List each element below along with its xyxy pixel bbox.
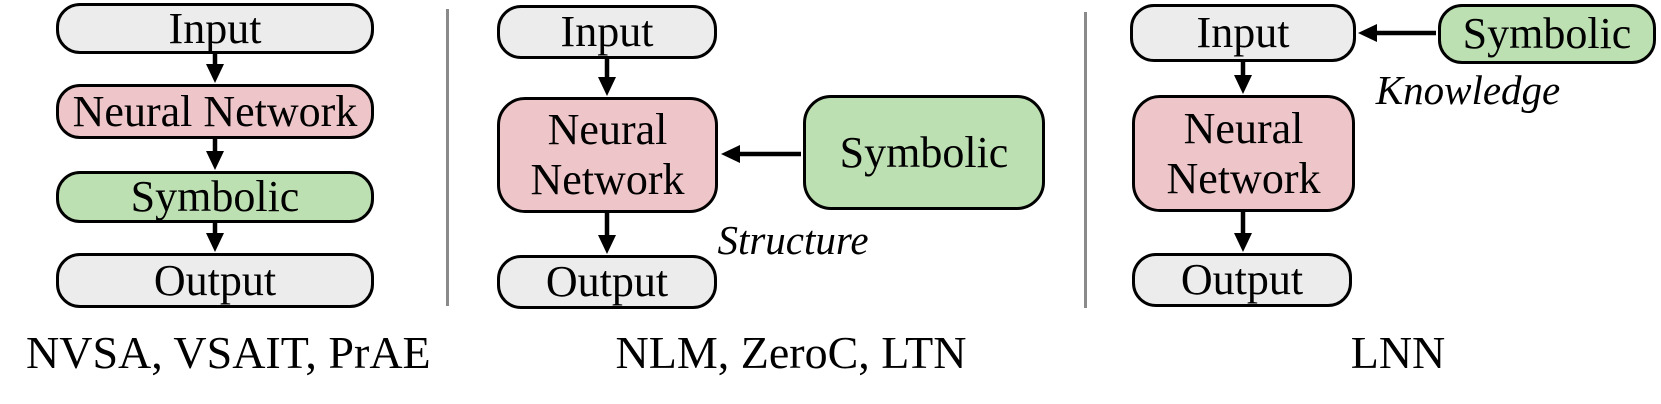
panel3-output-node: Output bbox=[1132, 253, 1352, 307]
panel-divider-2 bbox=[1084, 12, 1087, 308]
panel2-caption: NLM, ZeroC, LTN bbox=[615, 327, 967, 378]
arrow-p2-neural-to-output bbox=[598, 211, 616, 254]
panel1-output-node: Output bbox=[56, 253, 374, 308]
panel2-input-node: Input bbox=[497, 5, 717, 59]
panel3-caption: LNN bbox=[1350, 327, 1446, 378]
panel2-structure-edge-label: Structure bbox=[717, 217, 869, 263]
panel2-neural-network-node: Neural Network bbox=[497, 97, 718, 213]
panel3-knowledge-edge-label: Knowledge bbox=[1375, 67, 1561, 113]
arrow-p2-input-to-neural bbox=[598, 57, 616, 96]
arrow-p3-input-to-neural bbox=[1234, 60, 1252, 94]
panel1-caption: NVSA, VSAIT, PrAE bbox=[26, 327, 431, 378]
arrow-p3-symbolic-to-input bbox=[1358, 24, 1436, 42]
panel2-output-node: Output bbox=[497, 255, 717, 309]
arrow-p2-symbolic-to-neural bbox=[721, 145, 801, 163]
panel3-symbolic-node: Symbolic bbox=[1438, 4, 1656, 64]
panel3-neural-network-node: Neural Network bbox=[1132, 95, 1355, 212]
arrow-p1-symbolic-to-output bbox=[206, 221, 224, 252]
panel3-input-node: Input bbox=[1130, 4, 1356, 62]
panel1-input-node: Input bbox=[56, 3, 374, 54]
panel-divider-1 bbox=[446, 9, 449, 306]
arrow-p1-input-to-neural bbox=[206, 51, 224, 83]
arrow-p1-neural-to-symbolic bbox=[206, 137, 224, 170]
arrow-p3-neural-to-output bbox=[1234, 210, 1252, 252]
panel2-symbolic-node: Symbolic bbox=[803, 95, 1045, 210]
panel1-symbolic-node: Symbolic bbox=[56, 171, 374, 223]
panel1-neural-network-node: Neural Network bbox=[56, 84, 374, 139]
